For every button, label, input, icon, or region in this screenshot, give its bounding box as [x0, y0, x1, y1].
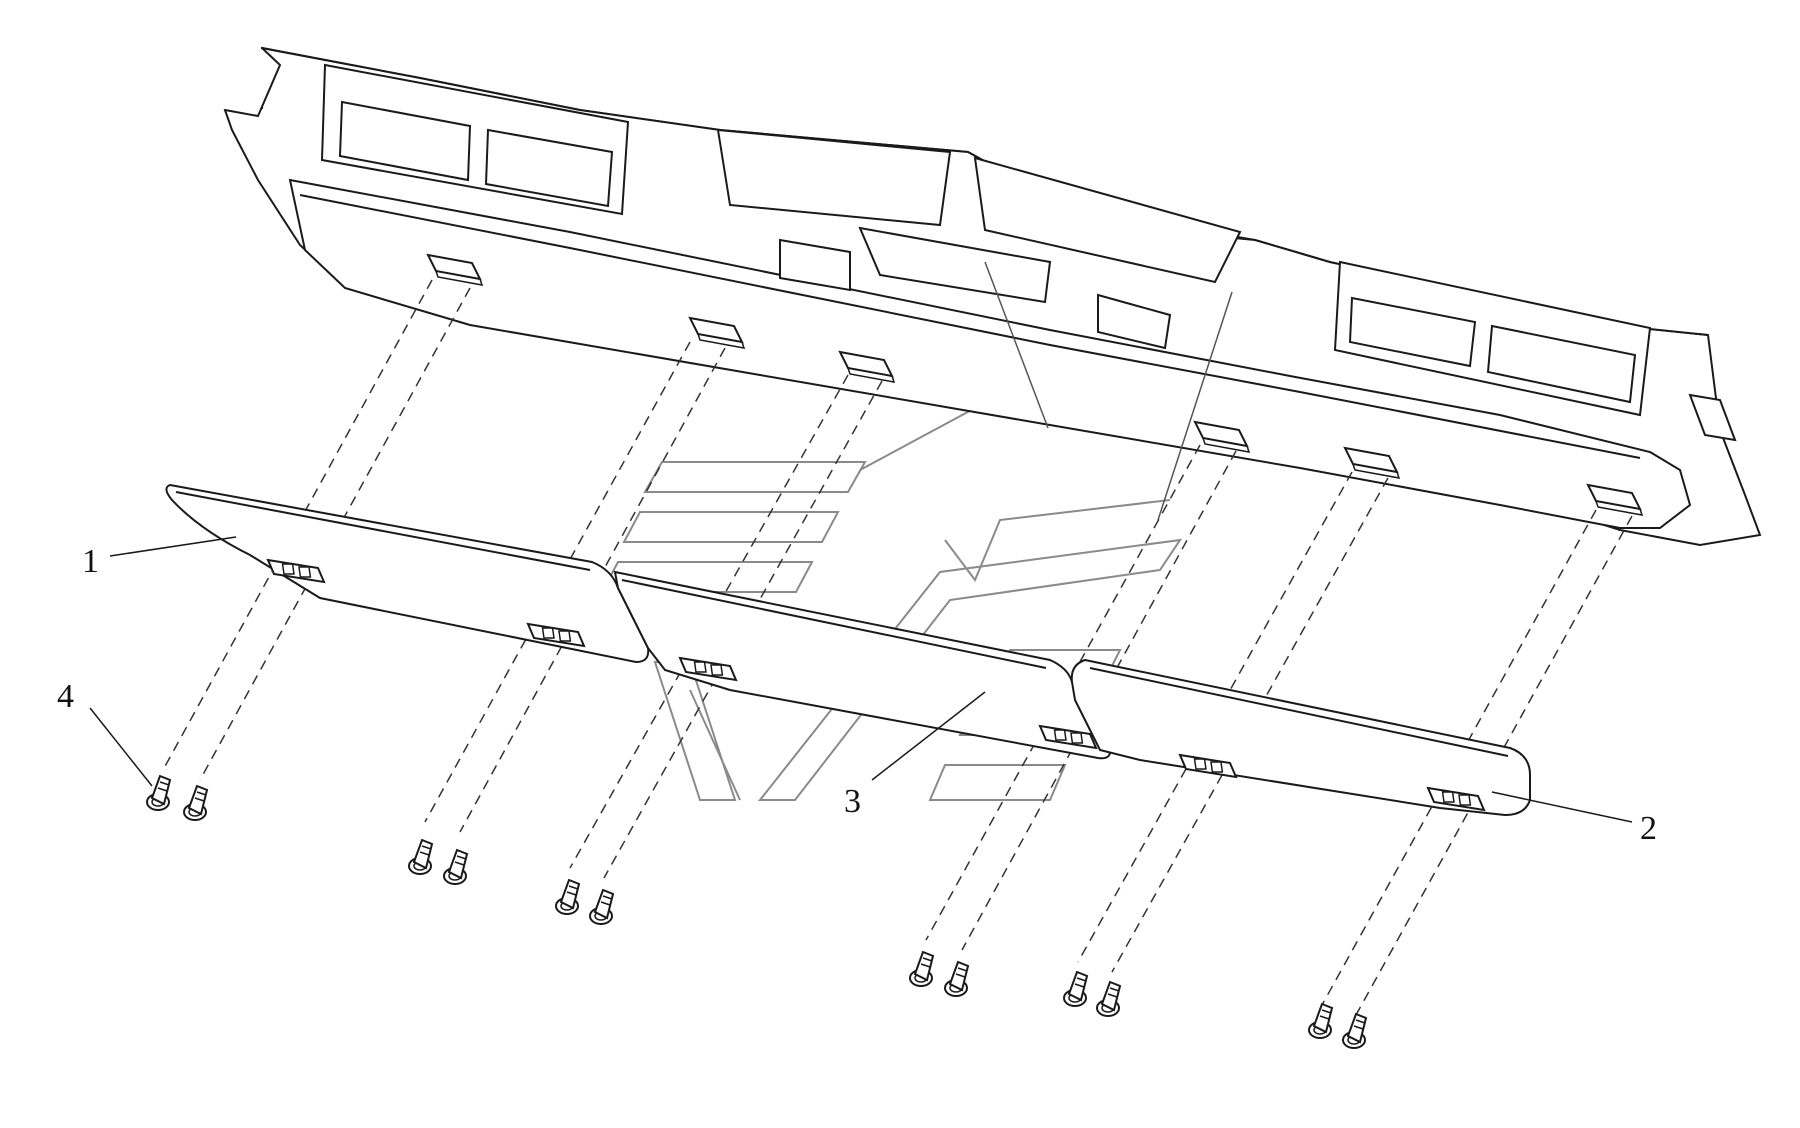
callout-part-2: 2	[1640, 810, 1657, 847]
dashboard-trim	[223, 46, 1762, 547]
screw-icon	[408, 839, 433, 875]
callout-part-3: 3	[844, 783, 861, 820]
screw-icon	[1096, 981, 1121, 1017]
cover-panel-2	[1070, 658, 1531, 817]
screw-icon	[183, 785, 208, 821]
screw-icon	[555, 879, 580, 915]
screw-icon	[146, 775, 171, 811]
screw-icon	[1308, 1003, 1333, 1039]
screw-icon	[1342, 1013, 1367, 1049]
screw-icon	[944, 961, 969, 997]
screw-icon	[589, 889, 614, 925]
screw-icon	[1063, 971, 1088, 1007]
callout-part-1: 1	[82, 543, 99, 580]
screw-icon	[909, 951, 934, 987]
leader-lines	[984, 261, 1233, 521]
cover-panel-1	[165, 483, 650, 664]
screw-icon	[443, 849, 468, 885]
callout-leaders	[89, 536, 1633, 823]
callout-part-4: 4	[57, 678, 74, 715]
